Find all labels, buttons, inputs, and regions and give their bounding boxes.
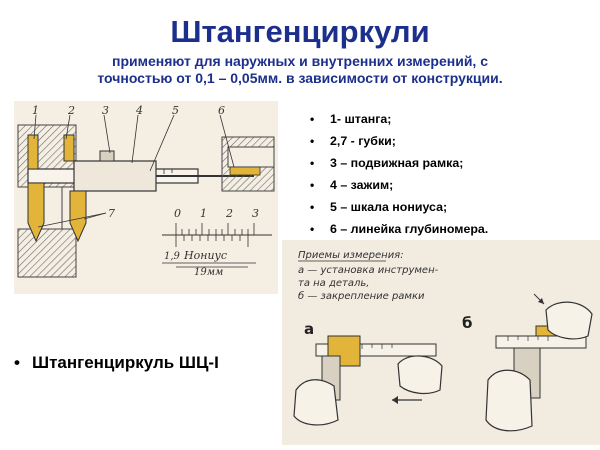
legend-text: 1- штанга;	[330, 112, 392, 126]
dimension-large: 19мм	[194, 267, 223, 278]
scale-number-3: 3	[252, 207, 259, 220]
depth-hole	[227, 146, 275, 168]
vernier-detail: 0 1 2 3 Нониус 1,9 19мм	[162, 207, 272, 278]
vernier-label: Нониус	[183, 249, 227, 262]
legend-text: 3 – подвижная рамка;	[330, 156, 464, 170]
part-number-7: 7	[108, 207, 115, 220]
caliper-model-label: Штангенциркуль ШЦ-I	[32, 353, 219, 372]
bullet-dot: •	[310, 112, 315, 126]
slide-subtitle: применяют для наружных и внутренних изме…	[40, 53, 560, 87]
technique-a-line-2: та на деталь,	[298, 278, 369, 289]
technique-b-illustration	[485, 293, 593, 432]
legend-item: • 1- штанга;	[304, 108, 594, 130]
bullet-dot: •	[310, 200, 315, 214]
legend-item: • 2,7 - губки;	[304, 130, 594, 152]
caliper-diagram: 1 2 3 4 5 6 7 0 1 2 3 Нониус	[14, 101, 278, 294]
moving-jaw-upper	[63, 134, 75, 162]
moving-jaw	[69, 190, 87, 243]
bullet-dot: •	[310, 156, 315, 170]
dimension-small: 1,9	[164, 251, 181, 262]
part-number-2: 2	[67, 104, 75, 117]
measuring-techniques-figure: Приемы измерения: а — установка инструме…	[282, 240, 600, 445]
scale-number-2: 2	[225, 207, 233, 220]
part-number-3: 3	[102, 104, 109, 117]
legend-text: 2,7 - губки;	[330, 134, 396, 148]
part-number-4: 4	[135, 104, 143, 117]
legend-item: • 5 – шкала нониуса;	[304, 196, 594, 218]
techniques-drawing: Приемы измерения: а — установка инструме…	[293, 250, 593, 432]
legend-text: 6 – линейка глубиномера.	[330, 222, 489, 236]
legend-item: • 3 – подвижная рамка;	[304, 152, 594, 174]
part-number-6: 6	[218, 104, 225, 117]
hand-a-right	[397, 355, 443, 395]
legend-item: • 4 – зажим;	[304, 174, 594, 196]
slide-title: Штангенциркули	[170, 14, 430, 49]
clamp-screw	[99, 150, 115, 162]
technique-a-illustration	[293, 335, 443, 426]
subtitle-line-1: применяют для наружных и внутренних изме…	[112, 53, 488, 69]
part-number-1: 1	[32, 104, 39, 117]
parts-legend: • 1- штанга; • 2,7 - губки; • 3 – подвижная…	[304, 108, 594, 240]
technique-a-label: а	[304, 320, 314, 338]
moving-frame	[73, 160, 157, 192]
leader-lines	[33, 114, 235, 228]
legend-item: • 6 – линейка глубиномера.	[304, 218, 594, 240]
caliper-drawing: 1 2 3 4 5 6 7 0 1 2 3 Нониус	[17, 104, 275, 278]
workpiece-bottom	[17, 228, 77, 278]
bullet-dot: •	[310, 134, 315, 148]
part-number-5: 5	[172, 104, 179, 117]
fixed-jaw-upper	[27, 134, 39, 170]
hand-a-left	[293, 379, 339, 426]
bullet-dot: •	[14, 353, 20, 372]
bullet-dot: •	[310, 178, 315, 192]
technique-b-line: б — закрепление рамки	[298, 290, 425, 302]
depth-tip	[229, 166, 261, 176]
scale-number-1: 1	[200, 207, 207, 220]
legend-text: 5 – шкала нониуса;	[330, 200, 448, 214]
caliper-model-bullet: • Штангенциркуль ШЦ-I	[14, 353, 219, 373]
bullet-dot: •	[310, 222, 315, 236]
technique-b-label: б	[462, 314, 472, 332]
scale-number-0: 0	[174, 207, 181, 220]
legend-text: 4 – зажим;	[330, 178, 394, 192]
technique-a-line-1: а — установка инструмен-	[298, 265, 439, 276]
techniques-heading: Приемы измерения:	[298, 250, 404, 261]
hand-b-top	[545, 301, 593, 340]
subtitle-line-2: точностью от 0,1 – 0,05мм. в зависимости…	[97, 70, 503, 86]
hand-b-left	[485, 369, 533, 432]
